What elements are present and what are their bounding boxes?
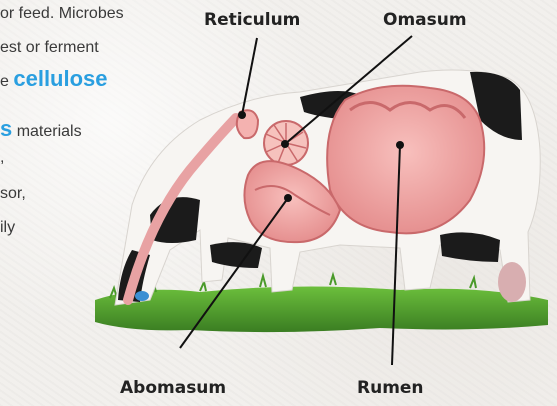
label-abomasum: Abomasum (120, 378, 226, 398)
grass (95, 275, 548, 332)
abomasum-pointer-dot (284, 194, 292, 202)
label-omasum: Omasum (383, 10, 467, 30)
rumen-pointer-dot (396, 141, 404, 149)
label-rumen: Rumen (357, 378, 424, 398)
reticulum-pointer-dot (238, 111, 246, 119)
omasum-pointer-dot (281, 140, 289, 148)
label-reticulum: Reticulum (204, 10, 300, 30)
